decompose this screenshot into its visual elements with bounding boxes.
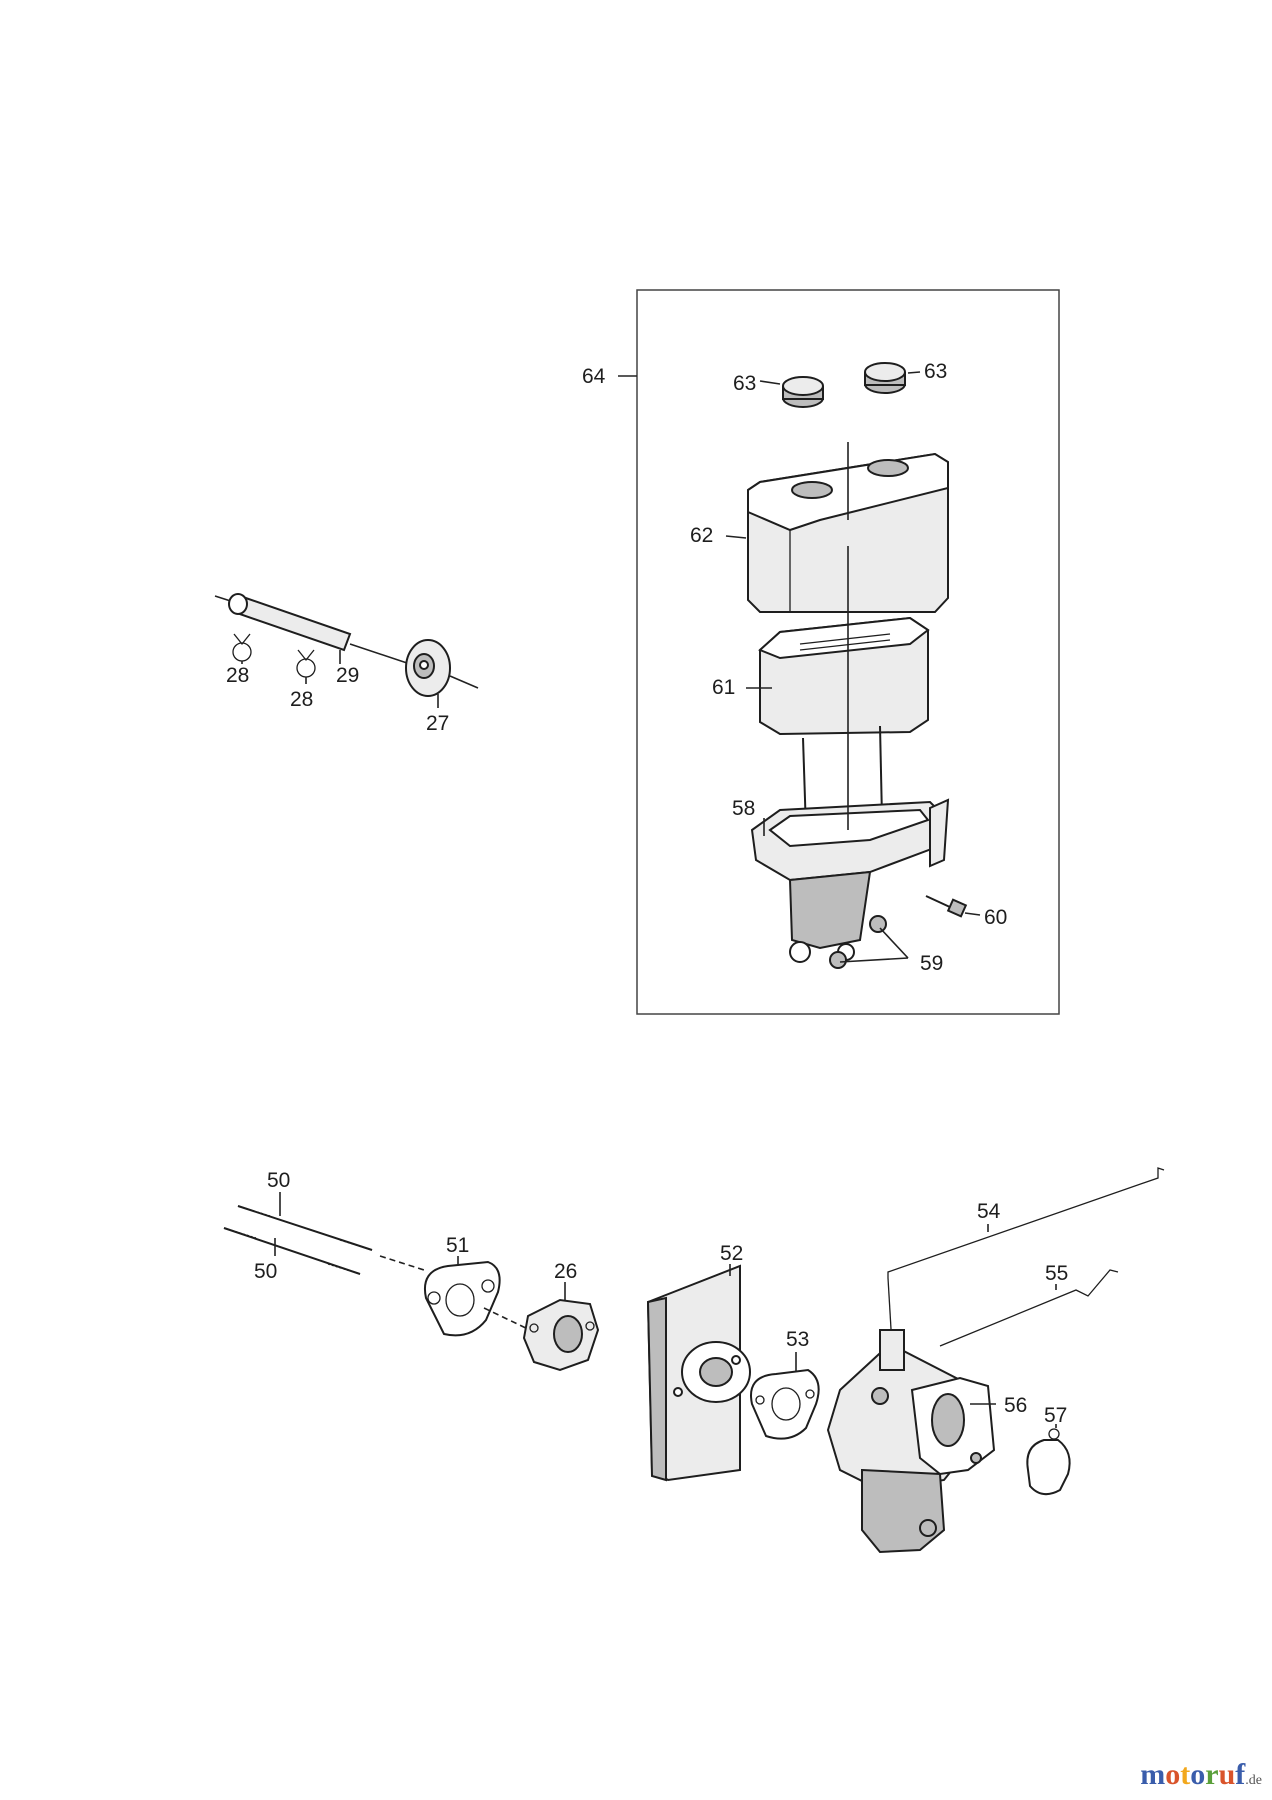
label-28-right: 28: [290, 688, 313, 711]
label-53: 53: [786, 1328, 809, 1351]
stud-bolt-lower: [223, 1227, 361, 1275]
air-filter-element: [758, 616, 930, 736]
nuts-59: [829, 915, 887, 969]
hose-clamp-left: [232, 633, 252, 662]
gasket-51: [424, 1260, 501, 1337]
choke-rod-55: [939, 1269, 1119, 1347]
label-61: 61: [712, 676, 735, 699]
label-58: 58: [732, 797, 755, 820]
hose-clamp-right: [296, 649, 316, 678]
gasket-57: [1026, 1428, 1071, 1496]
logo-letter: o: [1165, 1758, 1181, 1791]
label-27: 27: [426, 712, 449, 735]
label-50-bottom: 50: [254, 1260, 277, 1283]
throttle-rod-54: [887, 1167, 1165, 1347]
label-63-right: 63: [924, 360, 947, 383]
label-26: 26: [554, 1260, 577, 1283]
heat-shield-52: [646, 1264, 751, 1482]
label-60: 60: [984, 906, 1007, 929]
label-29: 29: [336, 664, 359, 687]
label-57: 57: [1044, 1404, 1067, 1427]
carburetor-56: [826, 1329, 996, 1554]
gasket-53: [750, 1368, 820, 1440]
label-56: 56: [1004, 1394, 1027, 1417]
label-54: 54: [977, 1200, 1001, 1223]
label-59: 59: [920, 952, 943, 975]
label-51: 51: [446, 1234, 469, 1257]
logo-tld: .de: [1245, 1773, 1262, 1788]
label-50-top: 50: [267, 1169, 290, 1192]
breather-tube: [228, 593, 352, 652]
bolt-60: [925, 895, 968, 918]
logo-letter: u: [1218, 1758, 1236, 1791]
label-55: 55: [1045, 1262, 1068, 1285]
motoruf-logo: motoruf.de: [1140, 1758, 1262, 1792]
logo-letter: o: [1190, 1758, 1206, 1791]
label-28-left: 28: [226, 664, 249, 687]
logo-letter: r: [1205, 1758, 1219, 1791]
air-filter-group-frame: [636, 289, 1060, 1015]
wing-nut-left: [782, 376, 824, 408]
wing-nut-right: [864, 362, 906, 394]
stud-bolt-upper: [237, 1205, 373, 1251]
label-64: 64: [582, 365, 606, 388]
label-52: 52: [720, 1242, 743, 1265]
breather-valve: [405, 639, 451, 697]
label-63-left: 63: [733, 372, 756, 395]
logo-letter: f: [1235, 1758, 1246, 1791]
insulator-26: [522, 1298, 600, 1372]
air-filter-base: [750, 798, 950, 963]
logo-letter: m: [1140, 1758, 1166, 1791]
logo-letter: t: [1180, 1758, 1191, 1791]
label-62: 62: [690, 524, 713, 547]
